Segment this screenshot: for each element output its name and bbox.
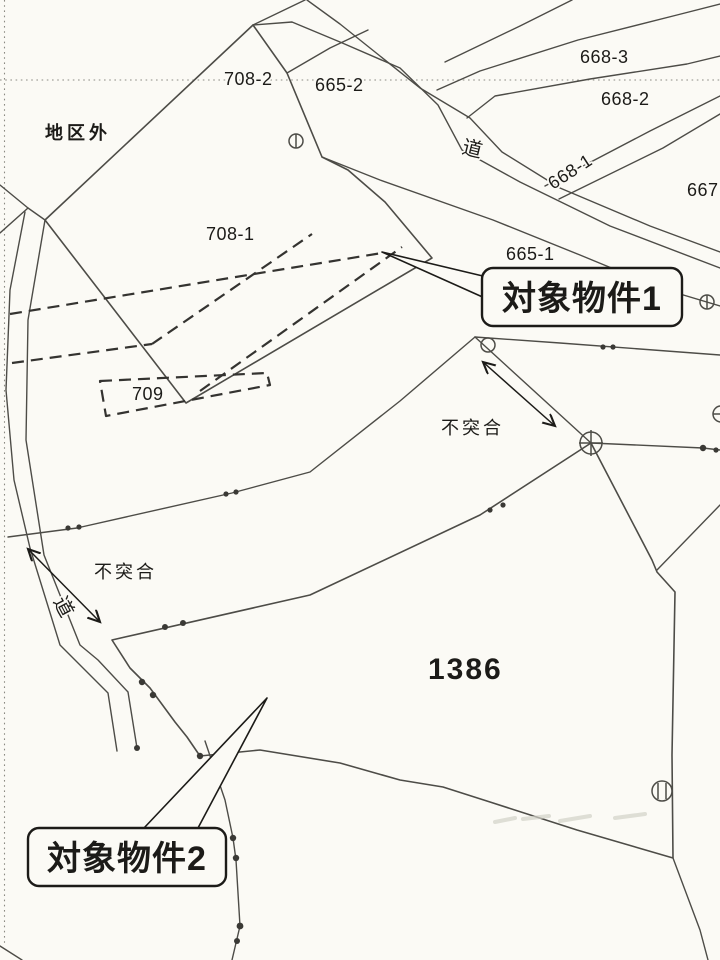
parcel-label-708-2: 708-2 bbox=[224, 69, 273, 89]
boundary-northwest-branch bbox=[0, 207, 29, 234]
marker-circle-junction bbox=[480, 337, 496, 353]
parcel-label-709: 709 bbox=[132, 384, 164, 404]
mismatch-arrow-top bbox=[483, 362, 555, 426]
mismatch-arrow-left bbox=[28, 549, 100, 622]
boundary-point-dots bbox=[65, 344, 719, 944]
boundary-668-3-south bbox=[436, 3, 720, 91]
mismatch-label-left: 不突合 bbox=[94, 562, 157, 582]
boundary-top-corner bbox=[252, 0, 306, 26]
marker-circle-1386-southeast bbox=[651, 780, 673, 802]
parcel-label-668-1: 668-1 bbox=[544, 150, 596, 193]
boundary-665-1-south bbox=[474, 336, 720, 356]
map-labels: 地区外 708-2 665-2 668-3 668-2 668-1 667 道 … bbox=[43, 45, 720, 688]
hatched-parcel-708 bbox=[44, 24, 433, 404]
dashed-rect-709 bbox=[98, 371, 272, 418]
boundary-668-1-south bbox=[558, 113, 720, 200]
callout-1-label: 対象物件1 bbox=[502, 280, 662, 318]
callout-1-box bbox=[480, 266, 684, 328]
mismatch-arrows bbox=[28, 362, 555, 622]
survey-markers bbox=[288, 133, 720, 802]
dashed-line-3 bbox=[151, 233, 313, 345]
boundary-665-2-north bbox=[286, 29, 369, 74]
boundary-mid-long bbox=[7, 336, 476, 538]
dashed-old-boundaries bbox=[9, 233, 403, 418]
benchmark-circled-cross bbox=[579, 430, 603, 456]
marker-circle-708 bbox=[288, 133, 304, 149]
callout-2-leader bbox=[143, 697, 268, 829]
boundary-northwest bbox=[0, 184, 46, 221]
boundary-668-1-north bbox=[544, 95, 720, 187]
faint-erased-marks bbox=[493, 812, 647, 824]
road-left-east-edge bbox=[25, 219, 138, 749]
parcel-label-665-1: 665-1 bbox=[506, 244, 555, 264]
callout-2-label: 対象物件2 bbox=[47, 840, 207, 878]
parcel-label-668-3: 668-3 bbox=[580, 47, 629, 67]
callout-target-2: 対象物件2 bbox=[26, 697, 268, 888]
parcel-label-668-2: 668-2 bbox=[601, 89, 650, 109]
dashed-line-4 bbox=[199, 246, 403, 392]
callout-1-leader bbox=[381, 251, 488, 300]
parcel-label-708-1: 708-1 bbox=[206, 224, 255, 244]
callout-target-1: 対象物件1 bbox=[381, 251, 684, 328]
marker-circle-665-1 bbox=[699, 294, 715, 310]
road-top-left-edge bbox=[252, 21, 720, 269]
boundary-668-3-north bbox=[444, 0, 573, 63]
dashed-line-1 bbox=[9, 251, 383, 316]
road-label-top: 道 bbox=[460, 136, 485, 163]
marker-circle-right-edge bbox=[712, 405, 720, 423]
parcel-label-1386: 1386 bbox=[428, 653, 503, 686]
boundary-668-2-south bbox=[466, 55, 720, 119]
road-label-left: 道 bbox=[49, 593, 79, 621]
boundary-bottom-left-corner bbox=[0, 945, 23, 960]
hatched-parcel-1386 bbox=[111, 442, 676, 859]
road-top-right-edge bbox=[306, 0, 720, 253]
mismatch-label-top: 不突合 bbox=[441, 418, 504, 438]
boundary-bottom-center bbox=[204, 740, 241, 960]
parcel-label-667: 667 bbox=[687, 180, 719, 200]
boundary-1386-notch-east bbox=[656, 504, 720, 571]
parcel-label-665-2: 665-2 bbox=[315, 75, 364, 95]
label-outside-district: 地区外 bbox=[45, 122, 111, 143]
dashed-line-2 bbox=[11, 342, 153, 365]
callout-2-box bbox=[26, 826, 228, 888]
boundary-bottom-right bbox=[672, 857, 709, 960]
